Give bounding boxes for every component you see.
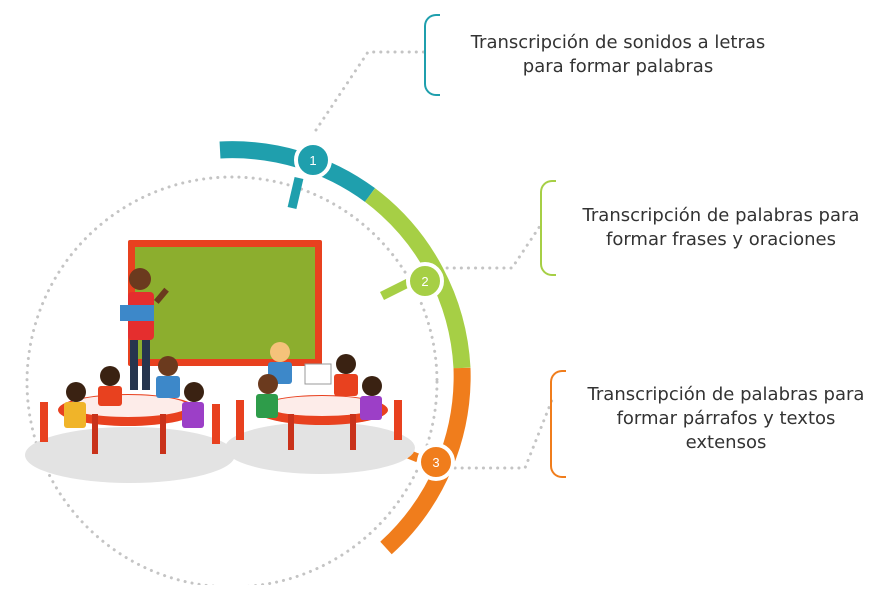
tick-2 bbox=[379, 278, 411, 301]
step-1-line-2: para formar palabras bbox=[522, 56, 714, 77]
bracket-2 bbox=[540, 180, 556, 276]
floor-shadow-right bbox=[225, 422, 415, 474]
step-1-line-1: Transcripción de sonidos a letras bbox=[470, 32, 766, 53]
bracket-1 bbox=[424, 14, 440, 96]
step-badge-1: 1 bbox=[294, 141, 332, 179]
connector-1 bbox=[314, 50, 432, 132]
step-2-line-2: formar frases y oraciones bbox=[605, 229, 837, 250]
step-number-1: 1 bbox=[309, 153, 316, 168]
step-label-3: Transcripción de palabras para formar pá… bbox=[558, 383, 894, 455]
step-number-2: 2 bbox=[421, 274, 428, 289]
step-3-line-2: formar párrafos y textos bbox=[616, 408, 836, 429]
step-label-2: Transcripción de palabras para formar fr… bbox=[548, 204, 894, 252]
step-number-3: 3 bbox=[432, 455, 439, 470]
floor-shadow-left bbox=[25, 427, 235, 483]
bracket-3 bbox=[550, 370, 566, 478]
step-3-line-3: extensos bbox=[685, 432, 767, 453]
step-2-line-1: Transcripción de palabras para bbox=[582, 205, 860, 226]
step-badge-2: 2 bbox=[406, 262, 444, 300]
step-label-1: Transcripción de sonidos a letras para f… bbox=[438, 31, 798, 79]
classroom-illustration bbox=[25, 240, 415, 483]
chalkboard bbox=[135, 247, 315, 359]
connector-3 bbox=[453, 398, 554, 470]
tick-1 bbox=[287, 176, 304, 210]
dotted-circle bbox=[25, 175, 439, 589]
connector-2 bbox=[438, 224, 542, 270]
teacher-figure bbox=[120, 268, 169, 390]
step-badge-3: 3 bbox=[417, 443, 455, 481]
step-3-line-1: Transcripción de palabras para bbox=[587, 384, 865, 405]
